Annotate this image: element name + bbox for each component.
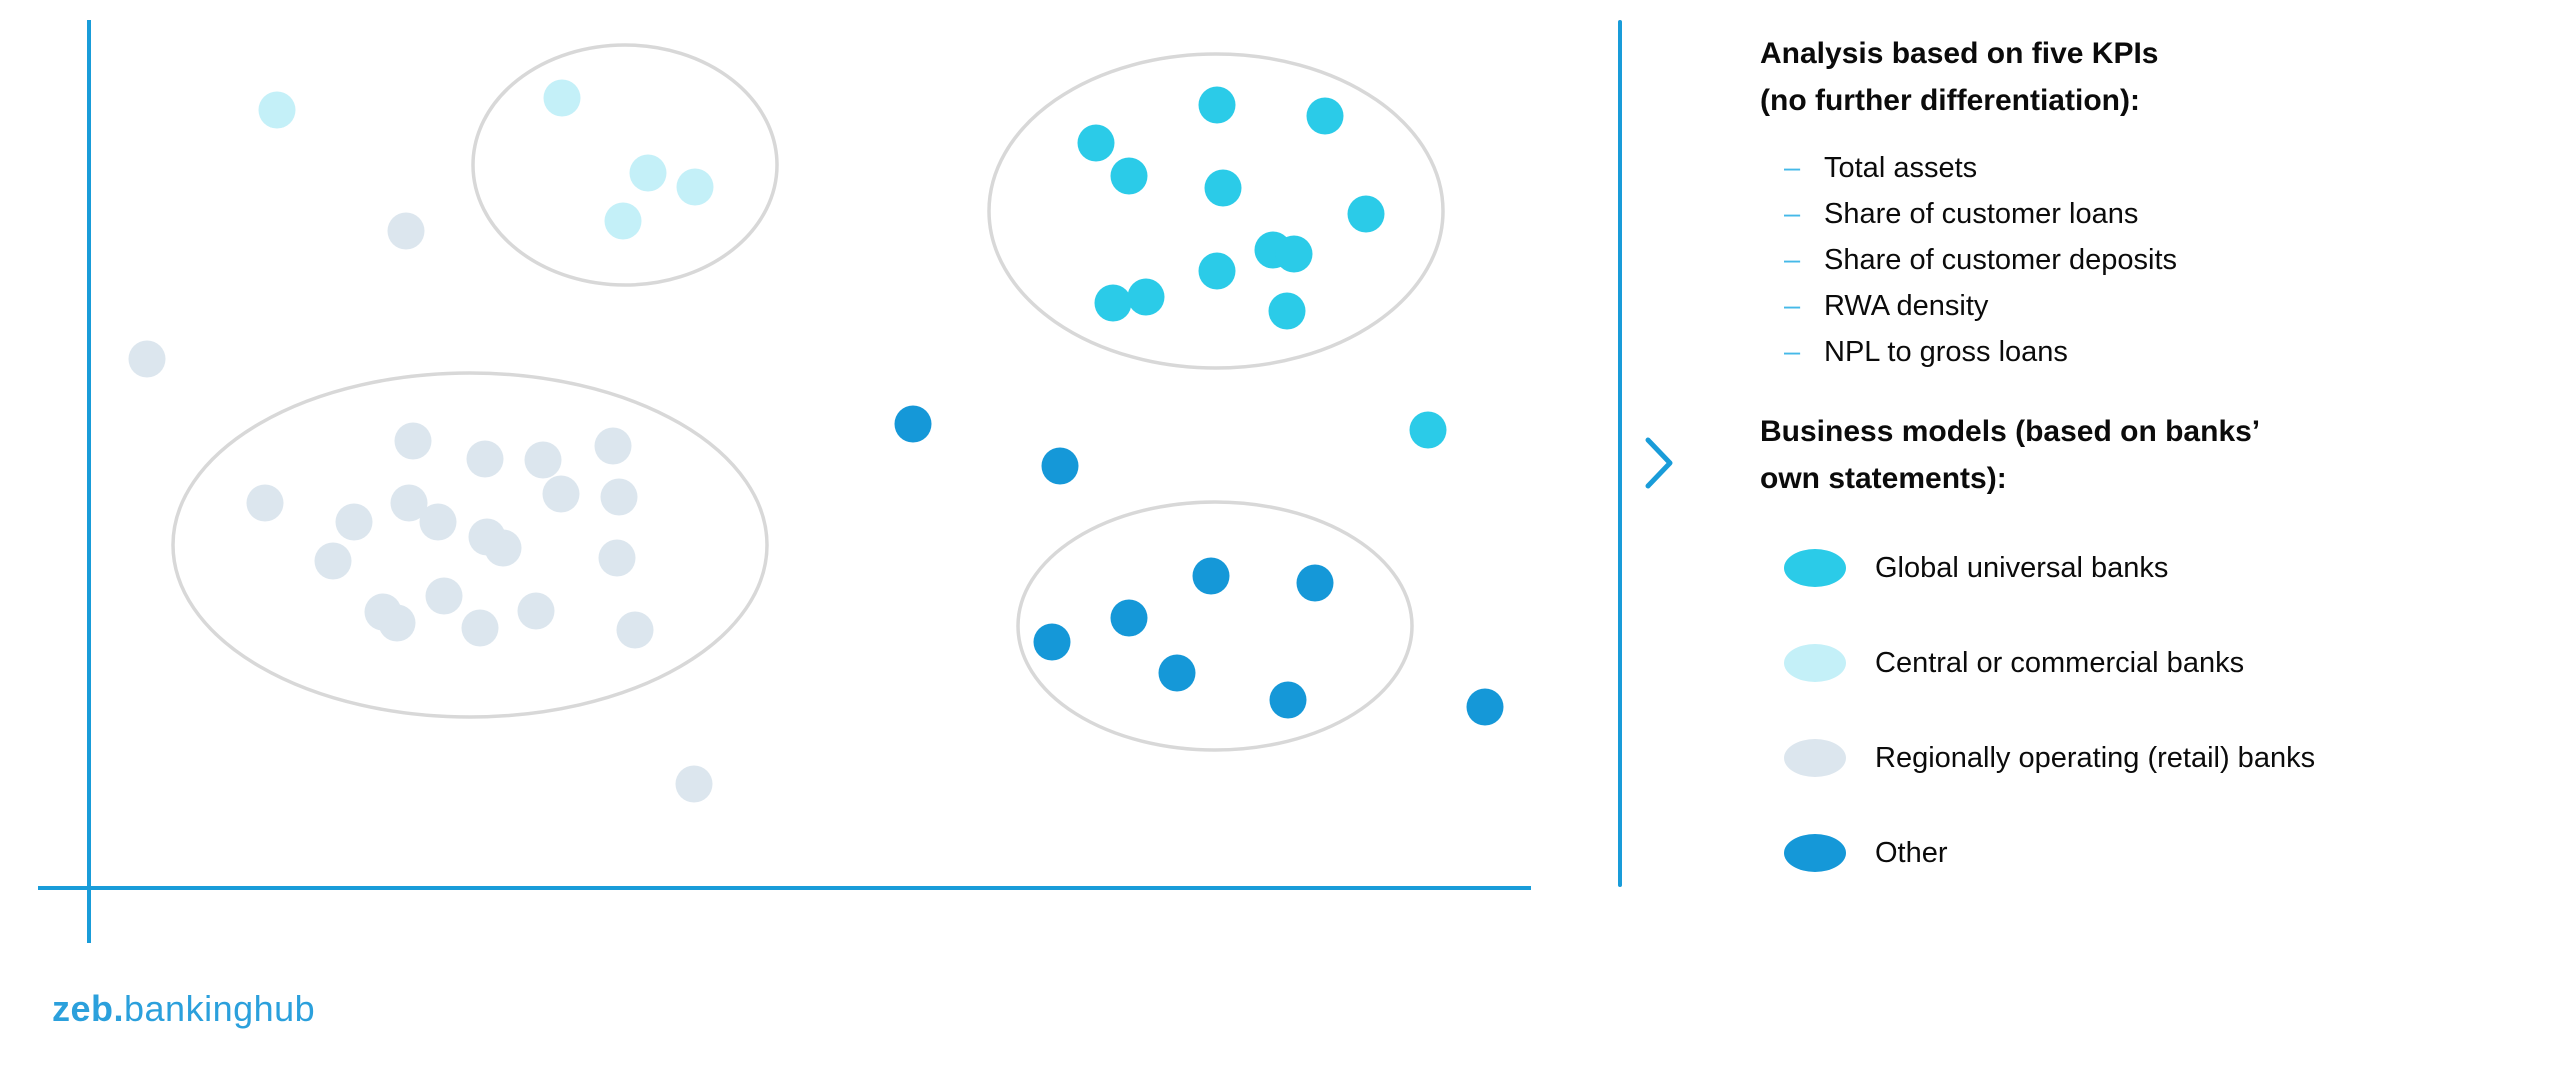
kpi-item: – NPL to gross loans <box>1784 329 2177 375</box>
kpi-item-label: NPL to gross loans <box>1824 336 2068 368</box>
data-point <box>258 91 296 129</box>
data-point <box>629 154 667 192</box>
business-models-heading-line2: own statements): <box>1760 462 2007 495</box>
dash-bullet-icon: – <box>1784 290 1801 322</box>
data-point <box>1198 86 1236 124</box>
kpi-item-label: Share of customer loans <box>1824 198 2139 230</box>
right-chevron-stroke <box>1645 437 1673 489</box>
dash-bullet-icon: – <box>1784 198 1801 230</box>
data-point <box>335 503 373 541</box>
legend-label: Regionally operating (retail) banks <box>1875 741 2316 774</box>
regional-retail-cluster <box>171 371 769 719</box>
logo-bankinghub: bankinghub <box>124 988 316 1029</box>
right-chevron-icon <box>1645 437 1673 489</box>
legend-item: Other <box>1784 834 2315 872</box>
kpi-list: – Total assets – Share of customer loans… <box>1784 145 2177 375</box>
kpi-heading-line1: Analysis based on five KPIs <box>1760 37 2159 70</box>
dash-bullet-icon: – <box>1784 152 1801 184</box>
data-point <box>604 202 642 240</box>
data-point <box>1041 447 1079 485</box>
data-point <box>425 577 463 615</box>
data-point <box>378 604 416 642</box>
data-point <box>1268 292 1306 330</box>
data-point <box>394 422 432 460</box>
kpi-item-label: Share of customer deposits <box>1824 244 2178 276</box>
central-or-commercial-cluster <box>471 43 779 287</box>
dash-bullet-icon: – <box>1784 244 1801 276</box>
data-point <box>675 765 713 803</box>
data-point <box>594 427 632 465</box>
data-point <box>390 484 428 522</box>
business-models-heading: Business models (based on banks’ own sta… <box>1760 408 2260 502</box>
legend-swatch-ellipse <box>1784 549 1846 587</box>
global-universal-cluster <box>987 52 1445 370</box>
legend-swatch-ellipse <box>1784 739 1846 777</box>
legend-item: Central or commercial banks <box>1784 644 2315 682</box>
data-point <box>314 542 352 580</box>
data-point <box>1347 195 1385 233</box>
other-cluster <box>1016 500 1414 752</box>
data-point <box>1094 284 1132 322</box>
legend-label: Global universal banks <box>1875 551 2169 584</box>
data-point <box>543 79 581 117</box>
data-point <box>524 441 562 479</box>
business-models-heading-line1: Business models (based on banks’ <box>1760 415 2261 448</box>
data-point <box>387 212 425 250</box>
data-point <box>1110 599 1148 637</box>
data-point <box>1127 278 1165 316</box>
data-point <box>1306 97 1344 135</box>
kpi-item: – Share of customer deposits <box>1784 237 2177 283</box>
zeb-bankinghub-logo: zeb.bankinghub <box>52 988 315 1030</box>
data-point <box>246 484 284 522</box>
data-point <box>1077 124 1115 162</box>
legend-item: Global universal banks <box>1784 549 2315 587</box>
data-point <box>1198 252 1236 290</box>
data-point <box>1192 557 1230 595</box>
data-point <box>1409 411 1447 449</box>
legend-label: Central or commercial banks <box>1875 646 2245 679</box>
data-point <box>1296 564 1334 602</box>
data-point <box>517 592 555 630</box>
panel-divider <box>1618 20 1622 887</box>
legend-label: Other <box>1875 836 1948 869</box>
kpi-heading: Analysis based on five KPIs (no further … <box>1760 30 2158 124</box>
data-point <box>1275 235 1313 273</box>
kpi-item-label: Total assets <box>1824 152 1978 184</box>
data-point <box>676 168 714 206</box>
kpi-heading-line2: (no further differentiation): <box>1760 84 2140 117</box>
legend-swatch-ellipse <box>1784 644 1846 682</box>
data-point <box>484 529 522 567</box>
data-point <box>1033 623 1071 661</box>
legend-swatch-ellipse <box>1784 834 1846 872</box>
kpi-item: – Share of customer loans <box>1784 191 2177 237</box>
data-point <box>894 405 932 443</box>
data-point <box>466 440 504 478</box>
kpi-item: – RWA density <box>1784 283 2177 329</box>
data-point <box>1466 688 1504 726</box>
data-point <box>1204 169 1242 207</box>
kpi-item: – Total assets <box>1784 145 2177 191</box>
data-point <box>1110 157 1148 195</box>
kpi-item-label: RWA density <box>1824 290 1989 322</box>
legend-item: Regionally operating (retail) banks <box>1784 739 2315 777</box>
data-point <box>542 475 580 513</box>
data-point <box>616 611 654 649</box>
data-point <box>598 539 636 577</box>
data-point <box>461 609 499 647</box>
business-model-legend: Global universal banks Central or commer… <box>1784 549 2315 929</box>
data-point <box>128 340 166 378</box>
data-point <box>1158 654 1196 692</box>
logo-zeb: zeb. <box>52 988 125 1029</box>
data-point <box>600 478 638 516</box>
data-point <box>1269 681 1307 719</box>
dash-bullet-icon: – <box>1784 336 1801 368</box>
data-point <box>419 503 457 541</box>
